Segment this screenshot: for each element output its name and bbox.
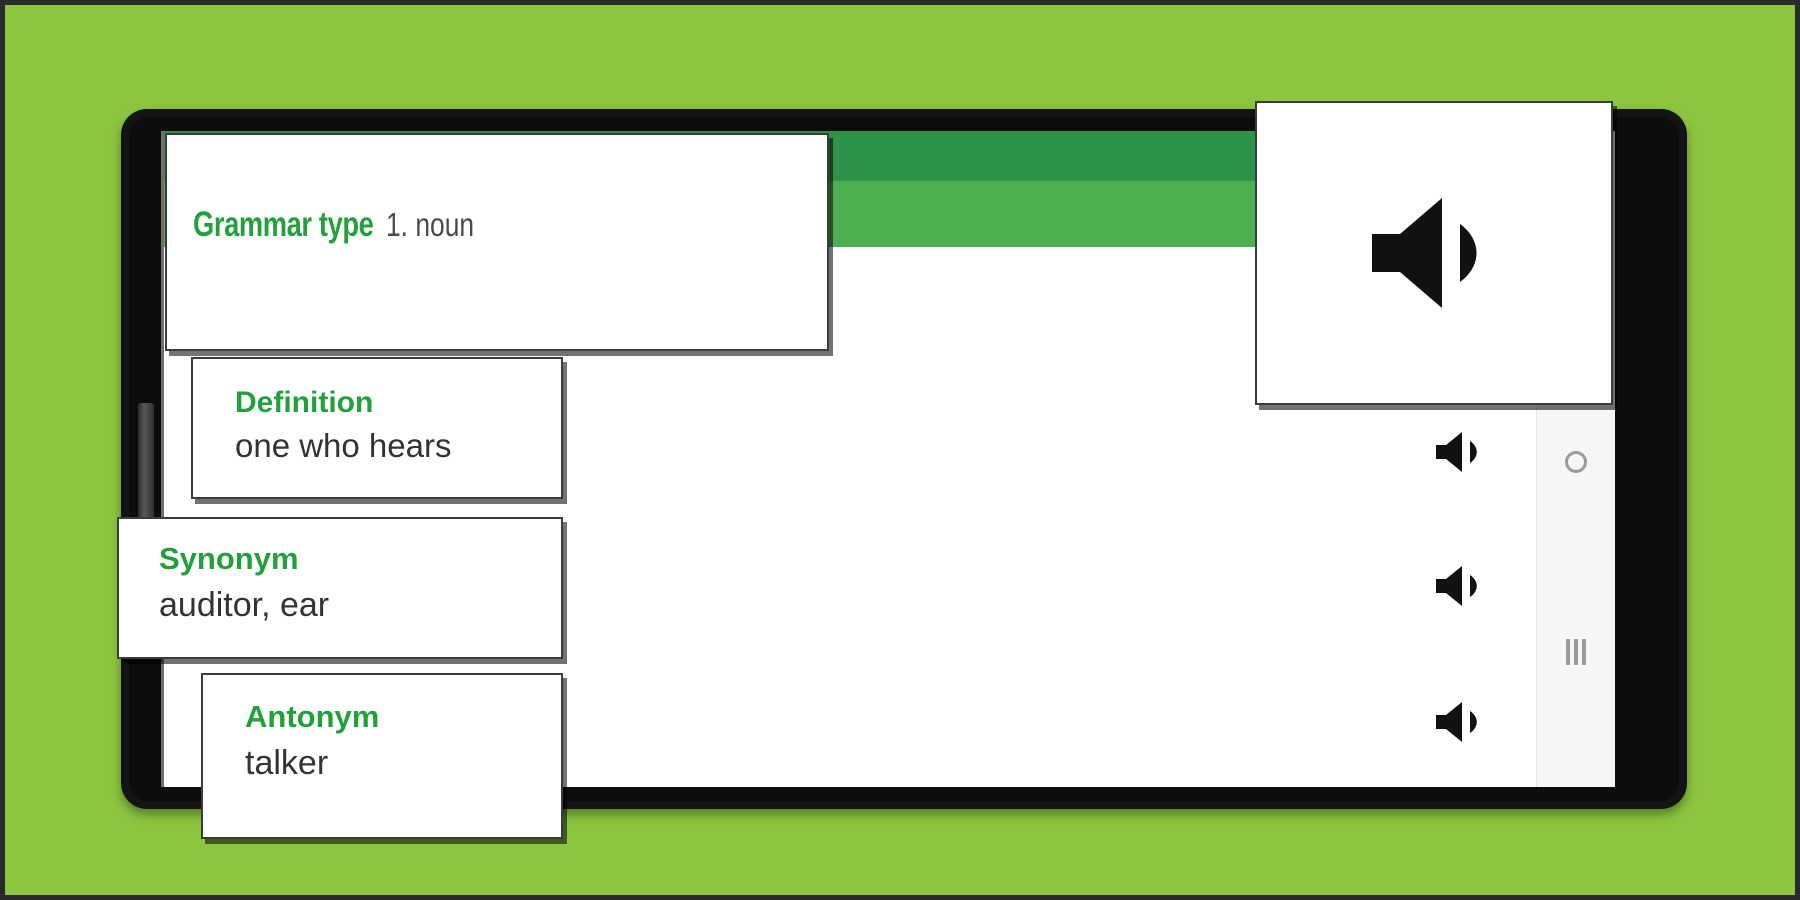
antonym-card[interactable]: Antonym talker bbox=[201, 673, 563, 839]
grammar-type-value: 1. noun bbox=[386, 206, 475, 243]
recent-apps-bar bbox=[1582, 639, 1586, 665]
grammar-type-row: Grammar type 1. noun bbox=[193, 205, 496, 244]
definition-card[interactable]: Definition one who hears bbox=[191, 357, 563, 499]
volume-rocker-button[interactable] bbox=[138, 403, 154, 525]
definition-value: one who hears bbox=[235, 426, 452, 464]
speaker-popup-card[interactable] bbox=[1255, 101, 1613, 405]
synonym-card[interactable]: Synonym auditor, ear bbox=[117, 517, 563, 659]
antonym-value: talker bbox=[245, 743, 329, 782]
synonym-value: auditor, ear bbox=[159, 585, 330, 624]
speaker-volume-icon[interactable] bbox=[1364, 194, 1504, 312]
recent-apps-bar bbox=[1566, 639, 1570, 665]
home-circle-icon[interactable] bbox=[1565, 451, 1587, 473]
speaker-volume-icon[interactable] bbox=[1432, 429, 1490, 475]
screen-left-edge bbox=[161, 131, 164, 787]
recent-apps-icon[interactable] bbox=[1566, 639, 1586, 665]
speaker-volume-icon[interactable] bbox=[1432, 563, 1490, 609]
grammar-type-card[interactable]: Grammar type 1. noun bbox=[165, 133, 829, 351]
recent-apps-bar bbox=[1574, 639, 1578, 665]
definition-label: Definition bbox=[235, 386, 374, 419]
antonym-label: Antonym bbox=[245, 699, 380, 734]
synonym-label: Synonym bbox=[159, 541, 299, 576]
grammar-type-label: Grammar type bbox=[193, 205, 374, 244]
speaker-volume-icon[interactable] bbox=[1432, 699, 1490, 745]
